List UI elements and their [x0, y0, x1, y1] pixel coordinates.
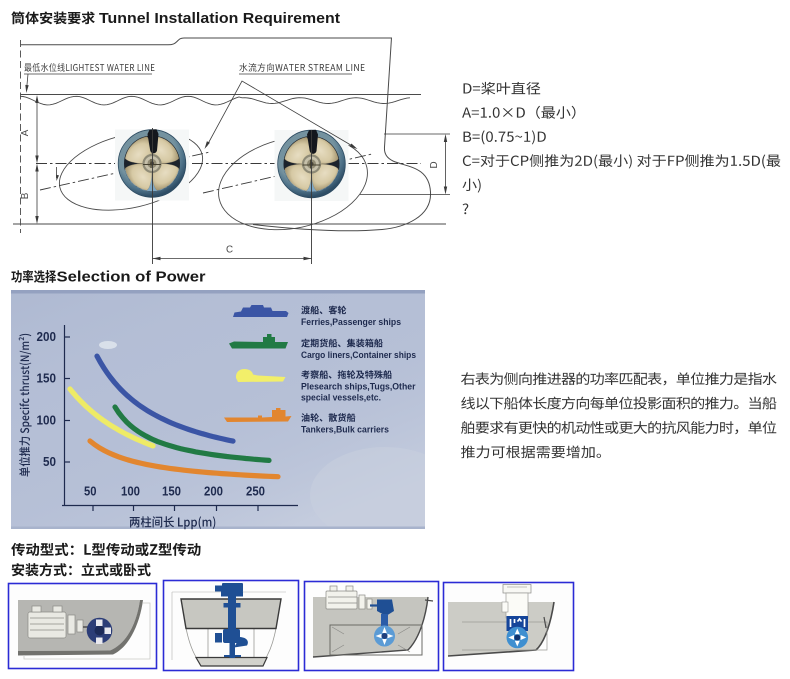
- svg-text:100: 100: [121, 485, 140, 499]
- svg-text:B: B: [20, 192, 31, 199]
- svg-text:C: C: [226, 245, 233, 256]
- svg-text:Plesearch ships,Tugs,Other: Plesearch ships,Tugs,Other: [301, 381, 416, 392]
- svg-text:50: 50: [84, 485, 97, 499]
- svg-text:Cargo liners,Container ships: Cargo liners,Container ships: [301, 349, 416, 360]
- svg-text:200: 200: [204, 485, 223, 499]
- svg-text:Ferries,Passenger ships: Ferries,Passenger ships: [301, 316, 401, 327]
- svg-text:special vessels,etc.: special vessels,etc.: [301, 392, 381, 403]
- svg-text:A: A: [20, 129, 31, 136]
- svg-text:250: 250: [246, 485, 265, 499]
- svg-text:Selection of Power: Selection of Power: [57, 269, 206, 286]
- svg-text:50: 50: [43, 455, 56, 469]
- svg-text:200: 200: [37, 330, 57, 344]
- svg-text:150: 150: [162, 485, 181, 499]
- svg-text:Tankers,Bulk carriers: Tankers,Bulk carriers: [301, 424, 389, 435]
- svg-text:100: 100: [37, 414, 57, 428]
- svg-text:150: 150: [37, 372, 57, 386]
- svg-text:D: D: [429, 161, 440, 168]
- svg-text:Tunnel Installation Requiremen: Tunnel Installation Requirement: [99, 11, 340, 27]
